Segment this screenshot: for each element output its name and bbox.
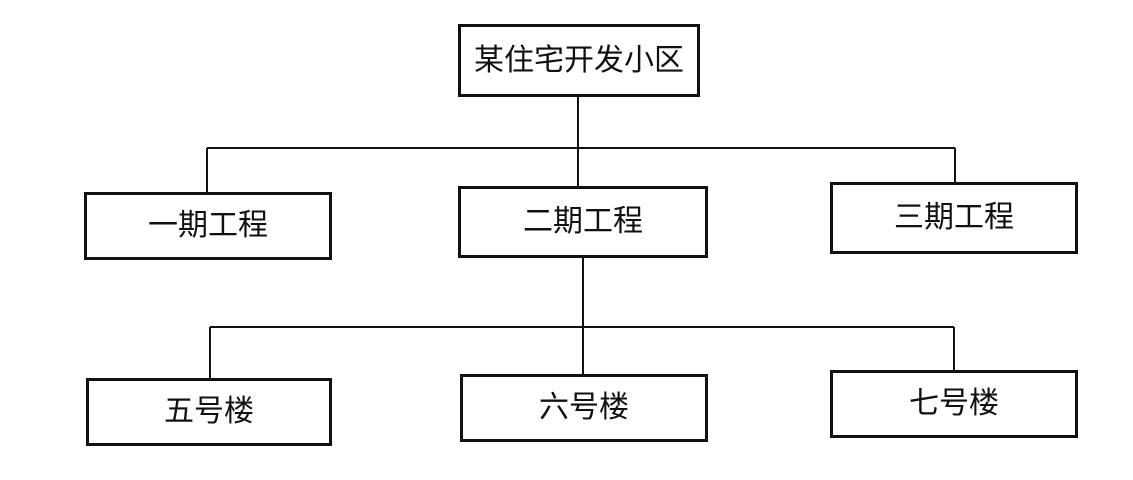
building-6-label: 六号楼 (539, 390, 629, 425)
building-6-box: 六号楼 (460, 374, 708, 442)
phase-1-label: 一期工程 (148, 208, 268, 243)
phase-2-box: 二期工程 (458, 186, 708, 258)
root-node-label: 某住宅开发小区 (474, 42, 684, 78)
root-node-box: 某住宅开发小区 (458, 24, 700, 97)
phase-3-box: 三期工程 (830, 182, 1078, 254)
building-7-label: 七号楼 (909, 386, 999, 421)
phase-3-label: 三期工程 (894, 200, 1014, 235)
phase-2-label: 二期工程 (523, 204, 643, 239)
phase-1-box: 一期工程 (84, 192, 332, 260)
building-7-box: 七号楼 (830, 370, 1078, 438)
building-5-box: 五号楼 (86, 378, 332, 446)
building-5-label: 五号楼 (164, 394, 254, 429)
